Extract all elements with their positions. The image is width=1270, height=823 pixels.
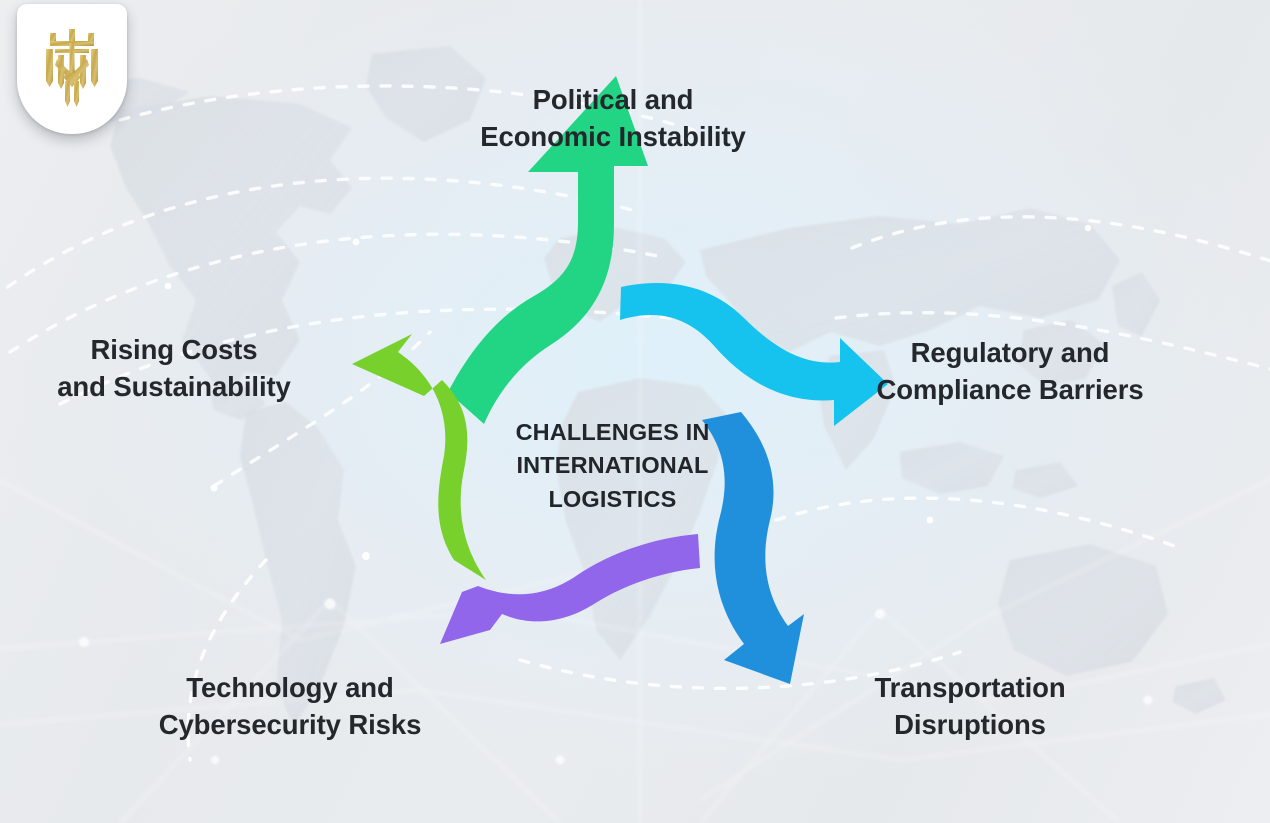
network-glow-nodes: [79, 598, 1153, 765]
route-node-dots: [164, 202, 1092, 640]
brand-logo-badge[interactable]: [17, 4, 127, 134]
shipping-route-lines: [0, 84, 1270, 762]
label-political-and-economic-instability: Political and Economic Instability: [480, 84, 746, 152]
label-technology-and-cybersecurity-risks: Technology and Cybersecurity Risks: [158, 672, 422, 740]
cyan-right-arrow: [620, 282, 888, 426]
continent-shapes: [58, 46, 1226, 726]
label-regulatory-and-compliance-barriers: Regulatory and Compliance Barriers: [876, 337, 1144, 405]
purple-left-arrow: [440, 534, 700, 644]
blue-down-arrow: [702, 412, 804, 684]
label-rising-costs-and-sustainability: Rising Costs and Sustainability: [57, 334, 291, 402]
green-up-arrow: [448, 76, 648, 424]
center-title: CHALLENGES IN INTERNATIONAL LOGISTICS: [515, 419, 710, 512]
label-transportation-disruptions: Transportation Disruptions: [874, 672, 1066, 740]
lime-upleft-arrow: [352, 334, 486, 580]
